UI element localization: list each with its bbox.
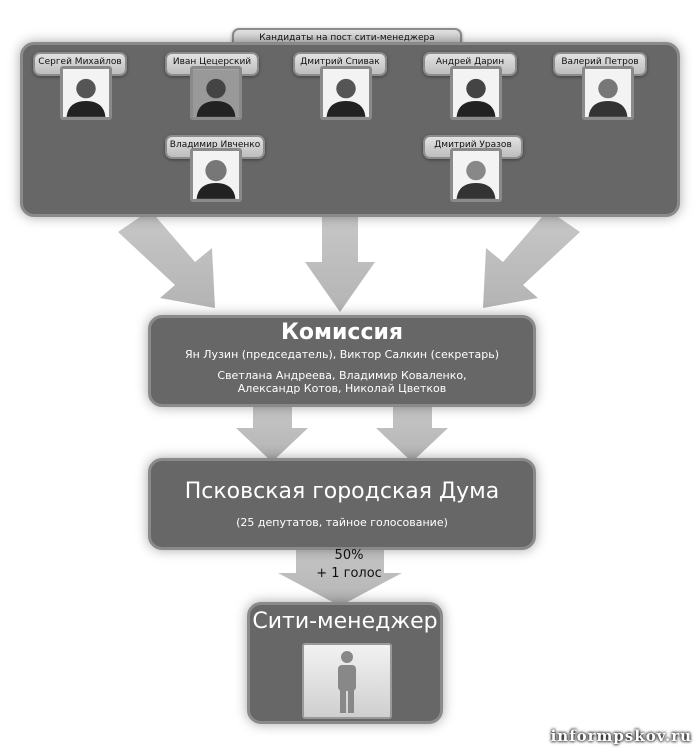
arrow-commission-left: [236, 398, 308, 462]
candidate-photo: [190, 66, 242, 120]
vote-threshold: 50%: [334, 548, 364, 563]
person-icon: [338, 651, 356, 713]
duma-title: Псковская городская Дума: [184, 479, 500, 504]
candidate-photo: [190, 148, 242, 202]
duma-subtitle: (25 депутатов, тайное голосование): [236, 516, 448, 529]
candidate-photo: [450, 148, 502, 202]
arrow-right: [483, 210, 580, 308]
duma-box: Псковская городская Дума (25 депутатов, …: [148, 458, 536, 550]
arrow-commission-right: [376, 398, 448, 462]
watermark: informpskov.ru: [550, 727, 692, 745]
arrow-vote: [278, 540, 402, 606]
candidates-title: Кандидаты на пост сити-менеджера: [259, 33, 435, 43]
candidate-photo: [320, 66, 372, 120]
arrow-left: [118, 210, 215, 308]
candidate-photo: [60, 66, 112, 120]
result-title: Сити-менеджер: [252, 609, 438, 634]
commission-members-1: Светлана Андреева, Владимир Коваленко,: [217, 369, 467, 382]
person-frame: [302, 643, 392, 719]
commission-leaders: Ян Лузин (председатель), Виктор Салкин (…: [184, 348, 500, 361]
candidate-photo: [450, 66, 502, 120]
candidate-photo: [582, 66, 634, 120]
result-box: Сити-менеджер: [247, 602, 443, 724]
commission-members-2: Александр Котов, Николай Цветков: [237, 382, 447, 395]
vote-extra: + 1 голос: [316, 566, 382, 581]
commission-title: Комиссия: [280, 320, 404, 345]
commission-box: Комиссия Ян Лузин (председатель), Виктор…: [148, 315, 536, 407]
arrow-center: [305, 210, 375, 312]
